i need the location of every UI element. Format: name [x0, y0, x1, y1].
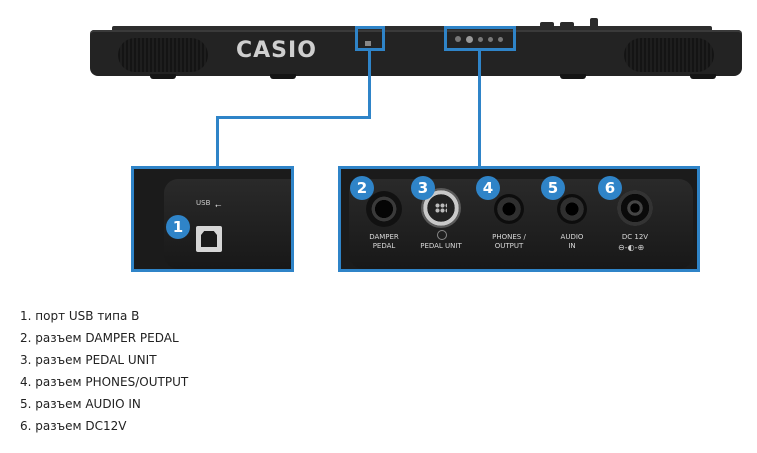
- usb-label: USB: [196, 199, 211, 207]
- badge-4: 4: [476, 176, 500, 200]
- brand-logo: CASIO: [236, 38, 317, 63]
- dc-polarity-icon: ⊖-◐-⊕: [618, 243, 645, 252]
- port-legend-list: 1. порт USB типа B 2. разъем DAMPER PEDA…: [20, 305, 188, 437]
- speaker-grille-right: [624, 38, 714, 72]
- usb-connector-line: [216, 116, 219, 168]
- usb-panel: [131, 166, 294, 272]
- legend-item: 4. разъем PHONES/OUTPUT: [20, 375, 189, 389]
- badge-3: 3: [411, 176, 435, 200]
- usb-highlight-box: [355, 26, 385, 51]
- pedal-unit-label: PEDAL UNIT: [420, 242, 462, 250]
- keyboard-foot: [690, 74, 716, 79]
- pedal-unit-marker: [437, 230, 447, 240]
- keyboard-knob: [590, 18, 598, 30]
- rear-ports-thumbnail: [455, 36, 503, 43]
- audio-in-jack: [557, 194, 587, 224]
- usb-trident-icon: ⭠: [215, 201, 222, 210]
- keyboard-foot: [270, 74, 296, 79]
- dc-12v-label: DC 12V: [621, 233, 649, 241]
- phones-output-label: PHONES /OUTPUT: [492, 233, 526, 250]
- speaker-grille-left: [118, 38, 208, 72]
- usb-connector-line: [368, 50, 371, 118]
- legend-item: 1. порт USB типа B: [20, 309, 140, 323]
- keyboard-knob: [560, 22, 574, 30]
- legend-item: 3. разъем PEDAL UNIT: [20, 353, 157, 367]
- usb-connector-line: [216, 116, 371, 119]
- dc-12v-jack: [617, 190, 653, 226]
- legend-item: 6. разъем DC12V: [20, 419, 127, 433]
- badge-2: 2: [350, 176, 374, 200]
- rear-ports-highlight-box: [444, 26, 516, 51]
- badge-6: 6: [598, 176, 622, 200]
- rear-ports-connector-line: [478, 50, 481, 168]
- badge-1: 1: [166, 215, 190, 239]
- damper-pedal-jack: [366, 191, 402, 227]
- legend-item: 2. разъем DAMPER PEDAL: [20, 331, 179, 345]
- usb-b-port-socket: [201, 231, 217, 247]
- keyboard-top-edge: [112, 26, 712, 32]
- usb-port-thumbnail: [365, 41, 371, 46]
- din-pins: [435, 203, 447, 213]
- legend-item: 5. разъем AUDIO IN: [20, 397, 141, 411]
- keyboard-foot: [150, 74, 176, 79]
- keyboard-knob: [540, 22, 554, 30]
- keyboard-foot: [560, 74, 586, 79]
- phones-output-jack: [494, 194, 524, 224]
- badge-5: 5: [541, 176, 565, 200]
